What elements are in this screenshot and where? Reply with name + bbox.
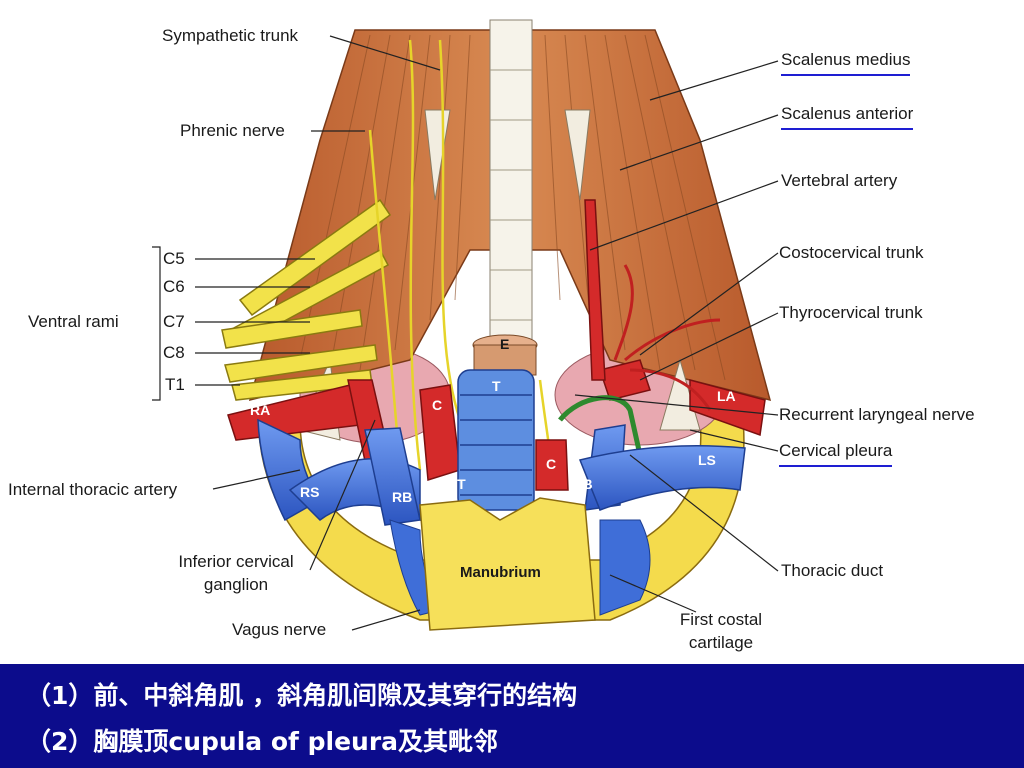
label-sympathetic-trunk: Sympathetic trunk [162, 26, 299, 45]
label-thoracic-duct: Thoracic duct [781, 561, 884, 580]
label-c7: C7 [163, 312, 185, 331]
caption-bar: （1）前、中斜角肌 ，斜角肌间隙及其穿行的结构 （2）胸膜顶cupula of … [0, 664, 1024, 768]
ventral-rami-nerves [221, 198, 392, 401]
right-subclavian-vein-label: RS [300, 484, 320, 500]
anatomy-diagram: E T RA C C LA LS RS RB BT LB Manubrium S… [8, 19, 975, 652]
label-thyrocervical-trunk: Thyrocervical trunk [779, 303, 923, 322]
artery-branches [613, 264, 721, 411]
right-brachiocephalic-vein-label: RB [392, 489, 413, 505]
tracheal-rings [460, 394, 532, 496]
trachea [457, 369, 535, 511]
left-subclavian-artery-label: LA [717, 388, 736, 404]
caption-line-1: （1）前、中斜角肌 ，斜角肌间隙及其穿行的结构 [26, 681, 578, 710]
neck-root-illustration [152, 19, 779, 631]
label-c6: C6 [163, 277, 185, 296]
right-common-carotid-label: C [432, 397, 443, 413]
label-costocervical-trunk: Costocervical trunk [779, 243, 924, 262]
label-ventral-rami: Ventral rami [28, 312, 119, 331]
vertebral-segments [490, 69, 532, 321]
label-scalenus-anterior: Scalenus anterior [781, 104, 914, 130]
label-first-costal-cartilage-line2: cartilage [688, 633, 754, 652]
tendon-upper [564, 109, 591, 201]
manubrium-shape [419, 497, 596, 631]
label-scalenus-medius: Scalenus medius [781, 50, 911, 76]
label-cervical-pleura: Cervical pleura [779, 441, 893, 467]
veins [257, 418, 746, 526]
leader-lines [152, 35, 779, 631]
label-internal-thoracic-artery: Internal thoracic artery [8, 480, 178, 499]
label-vertebral-artery: Vertebral artery [781, 171, 898, 190]
label-inferior-cervical-ganglion-line1: Inferior cervical [178, 552, 294, 571]
left-common-carotid-label: C [546, 456, 557, 472]
esophagus-label: E [500, 336, 510, 352]
label-recurrent-laryngeal-nerve: Recurrent laryngeal nerve [779, 405, 975, 424]
vertebral-column [489, 19, 533, 351]
label-vagus-nerve: Vagus nerve [232, 620, 327, 639]
caption-line-2: （2）胸膜顶cupula of pleura及其毗邻 [26, 727, 499, 756]
label-t1: T1 [165, 375, 185, 394]
thin-nerves [368, 39, 554, 471]
left-brachiocephalic-vein-label: LB [574, 476, 593, 492]
right-arc-vein [599, 519, 651, 616]
manubrium-label: Manubrium [460, 564, 541, 581]
left-subclavian-vein-label: LS [698, 452, 716, 468]
label-phrenic-nerve: Phrenic nerve [180, 121, 285, 140]
label-first-costal-cartilage-line1: First costal [679, 610, 763, 629]
label-c8: C8 [163, 343, 185, 362]
trachea-label: T [492, 378, 501, 394]
label-c5: C5 [163, 249, 185, 268]
brachiocephalic-trunk-label: BT [447, 476, 466, 492]
right-subclavian-artery-label: RA [250, 402, 271, 418]
label-inferior-cervical-ganglion-line2: ganglion [203, 575, 269, 594]
